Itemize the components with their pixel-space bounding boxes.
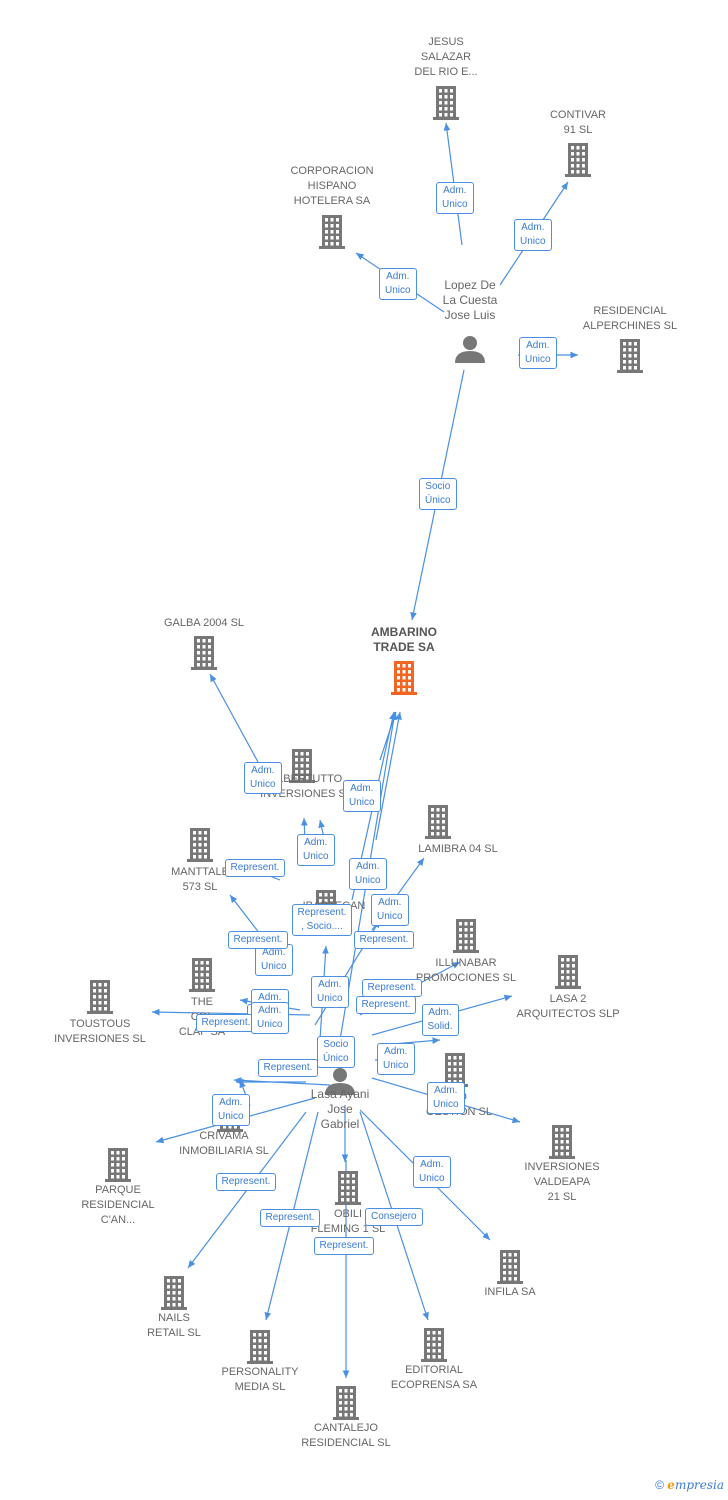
person-icon[interactable] <box>455 336 485 363</box>
edge-label[interactable]: Represent. , Socio.... <box>291 904 353 936</box>
node-label-personality[interactable]: PERSONALITY MEDIA SL <box>221 1366 299 1393</box>
node-label-manttale[interactable]: MANTTALE 573 SL <box>171 866 229 893</box>
node-label-infila[interactable]: INFILA SA <box>484 1286 536 1298</box>
building-icon[interactable] <box>161 1276 187 1310</box>
edge-label[interactable]: Socio Único <box>317 1036 355 1068</box>
building-icon[interactable] <box>187 828 213 862</box>
edge-label[interactable]: Represent. <box>195 1014 257 1032</box>
node-label-crivama[interactable]: CRIVAMA INMOBILIARIA SL <box>179 1130 269 1157</box>
node-label-residencial[interactable]: RESIDENCIAL ALPERCHINES SL <box>582 305 678 332</box>
building-icon[interactable] <box>247 1330 273 1364</box>
person-icon[interactable] <box>325 1068 355 1095</box>
building-icon[interactable] <box>333 1386 359 1420</box>
building-icon[interactable] <box>425 805 451 839</box>
edge-label[interactable]: Adm. Unico <box>377 1043 415 1075</box>
building-icon[interactable] <box>555 955 581 989</box>
edge-label[interactable]: Consejero <box>365 1208 423 1226</box>
building-icon[interactable] <box>87 980 113 1014</box>
edge-label[interactable]: Represent. <box>361 979 423 997</box>
edge-label[interactable]: Represent. <box>313 1237 375 1255</box>
edge-label[interactable]: Represent. <box>215 1173 277 1191</box>
edge-label[interactable]: Adm. Solid. <box>421 1004 459 1036</box>
node-label-corporacion[interactable]: CORPORACION HISPANO HOTELERA SA <box>290 165 374 207</box>
edge-label[interactable]: Adm. Unico <box>343 780 381 812</box>
building-icon[interactable] <box>335 1171 361 1205</box>
edge-label[interactable]: Adm. Unico <box>514 219 552 251</box>
edge-label[interactable]: Represent. <box>353 931 415 949</box>
node-label-ambarino[interactable]: AMBARINO TRADE SA <box>371 625 437 654</box>
edge-label[interactable]: Represent. <box>259 1209 321 1227</box>
node-label-illunabar[interactable]: ILLUNABAR PROMOCIONES SL <box>415 957 517 984</box>
node-label-nails[interactable]: NAILS RETAIL SL <box>147 1312 201 1339</box>
building-icon[interactable] <box>565 143 591 177</box>
edge-label[interactable]: Adm. Unico <box>251 1002 289 1034</box>
building-icon[interactable] <box>189 958 215 992</box>
edge-label[interactable]: Adm. Unico <box>311 976 349 1008</box>
node-label-lasa_ayani[interactable]: Lasa Ayani Jose Gabriel <box>310 1087 370 1131</box>
brand-logo: empresia <box>667 1478 724 1492</box>
node-label-galba[interactable]: GALBA 2004 SL <box>163 617 245 629</box>
node-label-parque[interactable]: PARQUE RESIDENCIAL C'AN... <box>81 1184 155 1226</box>
edge-line <box>233 1077 331 1086</box>
edge-label[interactable]: Adm. Unico <box>371 894 409 926</box>
node-label-cantalejo[interactable]: CANTALEJO RESIDENCIAL SL <box>301 1422 391 1449</box>
edge-label[interactable]: Adm. Unico <box>519 337 557 369</box>
building-icon[interactable] <box>319 215 345 249</box>
node-label-jesus[interactable]: JESUS SALAZAR DEL RIO E... <box>414 36 478 78</box>
node-label-valdeapa[interactable]: INVERSIONES VALDEAPA 21 SL <box>524 1161 600 1203</box>
building-icon[interactable] <box>433 86 459 120</box>
edge-label[interactable]: Represent. <box>224 859 286 877</box>
building-icon[interactable] <box>421 1328 447 1362</box>
node-label-lamibra[interactable]: LAMIBRA 04 SL <box>418 843 498 855</box>
building-icon[interactable] <box>391 661 417 695</box>
node-label-toustous[interactable]: TOUSTOUS INVERSIONES SL <box>54 1018 146 1045</box>
edge-label[interactable]: Adm. Unico <box>379 268 417 300</box>
building-icon[interactable] <box>549 1125 575 1159</box>
edge-label[interactable]: Adm. Unico <box>212 1094 250 1126</box>
node-label-lopez[interactable]: Lopez De La Cuesta Jose Luis <box>442 278 498 322</box>
footer-brand[interactable]: © empresia <box>655 1478 724 1492</box>
edge-line <box>375 711 402 841</box>
building-icon[interactable] <box>617 339 643 373</box>
copyright-symbol: © <box>655 1478 664 1492</box>
edge-line <box>209 673 259 763</box>
node-label-lasa2[interactable]: LASA 2 ARQUITECTOS SLP <box>516 993 620 1020</box>
edge-label[interactable]: Adm. Unico <box>413 1156 451 1188</box>
edge-label[interactable]: Adm. Unico <box>297 834 335 866</box>
building-icon[interactable] <box>191 636 217 670</box>
edge-label[interactable]: Represent. <box>227 931 289 949</box>
edge-label[interactable]: Socio Único <box>419 478 457 510</box>
building-icon[interactable] <box>453 919 479 953</box>
building-icon[interactable] <box>105 1148 131 1182</box>
edge-label[interactable]: Adm. Unico <box>427 1082 465 1114</box>
node-label-fleming[interactable]: OBILI FLEMING 1 SL <box>310 1208 386 1235</box>
node-label-editorial[interactable]: EDITORIAL ECOPRENSA SA <box>390 1364 478 1391</box>
edge-label[interactable]: Adm. Unico <box>244 762 282 794</box>
edge-label[interactable]: Represent. <box>257 1059 319 1077</box>
edge-label[interactable]: Adm. Unico <box>255 944 293 976</box>
edge-label[interactable]: Adm. Unico <box>349 858 387 890</box>
edge-label[interactable]: Represent. <box>355 996 417 1014</box>
node-label-contivar[interactable]: CONTIVAR 91 SL <box>549 109 607 136</box>
edge-label[interactable]: Adm. Unico <box>436 182 474 214</box>
building-icon[interactable] <box>497 1250 523 1284</box>
building-icon[interactable] <box>289 749 315 783</box>
